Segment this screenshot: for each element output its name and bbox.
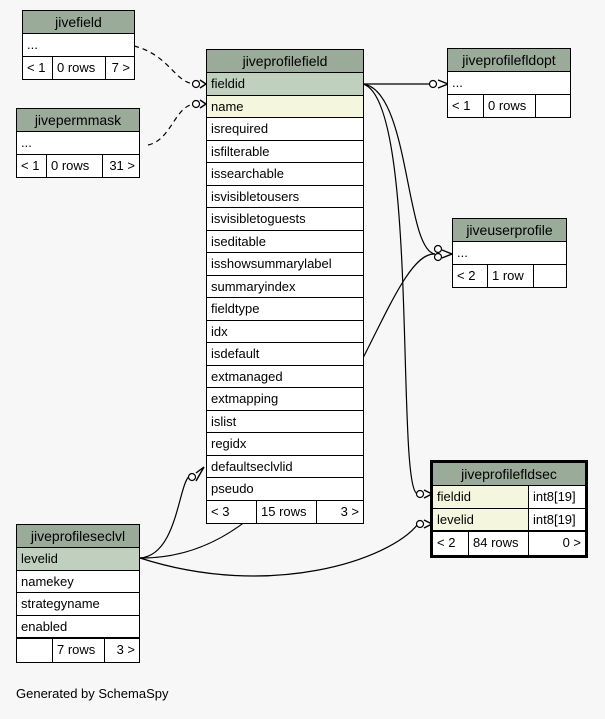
table-jiveprofilefield[interactable]: jiveprofilefield fieldid name isrequired… xyxy=(206,49,364,524)
table-row: extmapping xyxy=(207,388,363,411)
table-row: regidx xyxy=(207,433,363,456)
table-row: fieldtype xyxy=(207,298,363,321)
link-fieldid-jiveprofilefldsec xyxy=(362,83,419,495)
link-fieldid-jiveuserprofile xyxy=(362,83,436,255)
table-row: ... xyxy=(17,132,139,155)
table-row: fieldid xyxy=(207,73,363,96)
footer-credit: Generated by SchemaSpy xyxy=(16,686,169,701)
table-stats: < 1 0 rows xyxy=(448,94,570,117)
link-levelid-defaultseclvlid xyxy=(139,474,193,559)
table-row: islist xyxy=(207,411,363,433)
table-row: idx xyxy=(207,321,363,343)
table-row: isrequired xyxy=(207,118,363,141)
table-row: iseditable xyxy=(207,231,363,253)
table-title: jiveprofilefldopt xyxy=(448,49,570,72)
table-jiveuserprofile[interactable]: jiveuserprofile ... < 2 1 row xyxy=(452,218,567,288)
table-title: jiveprofilefield xyxy=(207,50,363,73)
table-row: isdefault xyxy=(207,343,363,366)
table-stats: 7 rows 3 > xyxy=(17,638,139,662)
table-row: levelid xyxy=(17,548,139,571)
link-levelid-jiveprofilefldsec xyxy=(139,523,419,577)
table-title: jiveprofilefldsec xyxy=(433,463,585,486)
optional-marker xyxy=(191,99,201,109)
table-row: isvisibletousers xyxy=(207,186,363,208)
table-row: pseudo xyxy=(207,478,363,501)
table-row: ... xyxy=(23,34,134,57)
table-title: jiveuserprofile xyxy=(453,219,566,242)
table-row: defaultseclvlid xyxy=(207,456,363,478)
table-jiveprofileseclvl[interactable]: jiveprofileseclvl levelid namekey strate… xyxy=(16,524,140,663)
table-row: summaryindex xyxy=(207,276,363,298)
table-jiveprofilefldsec[interactable]: jiveprofilefldsec fieldid int8[19] level… xyxy=(430,460,588,558)
table-title: jiveprofileseclvl xyxy=(17,525,139,548)
table-title: jivepermmask xyxy=(17,109,139,132)
optional-marker xyxy=(415,489,425,499)
table-row: isfilterable xyxy=(207,141,363,163)
optional-marker xyxy=(433,244,443,254)
table-title: jivefield xyxy=(23,11,134,34)
table-row: isvisibletoguests xyxy=(207,208,363,231)
table-row: isshowsummarylabel xyxy=(207,253,363,276)
table-row: extmanaged xyxy=(207,366,363,388)
table-stats: < 2 84 rows 0 > xyxy=(433,531,585,555)
table-jiveprofilefldopt[interactable]: jiveprofilefldopt ... < 1 0 rows xyxy=(447,48,571,118)
optional-marker xyxy=(191,79,201,89)
table-row: strategyname xyxy=(17,593,139,616)
table-row: name xyxy=(207,95,363,118)
table-stats: < 2 1 row xyxy=(453,264,566,287)
crowfoot-marker xyxy=(195,466,205,482)
table-jivefield[interactable]: jivefield ... < 1 0 rows 7 > xyxy=(22,10,135,80)
table-row: ... xyxy=(453,242,566,265)
link-jivefield-fieldid xyxy=(133,45,197,85)
table-jivepermmask[interactable]: jivepermmask ... < 1 0 rows 31 > xyxy=(16,108,140,178)
link-jivepermmask-name xyxy=(147,103,197,146)
optional-marker xyxy=(433,252,443,262)
table-row: issearchable xyxy=(207,163,363,186)
table-row: levelid int8[19] xyxy=(433,508,585,531)
table-row: ... xyxy=(448,72,570,95)
table-row: namekey xyxy=(17,571,139,593)
table-row: enabled xyxy=(17,616,139,638)
table-stats: < 3 15 rows 3 > xyxy=(207,500,363,523)
optional-marker xyxy=(428,79,438,89)
optional-marker xyxy=(187,472,197,482)
optional-marker xyxy=(415,519,425,529)
table-stats: < 1 0 rows 31 > xyxy=(17,154,139,177)
crowfoot-marker xyxy=(441,249,454,259)
table-row: fieldid int8[19] xyxy=(433,486,585,509)
table-stats: < 1 0 rows 7 > xyxy=(23,56,134,79)
